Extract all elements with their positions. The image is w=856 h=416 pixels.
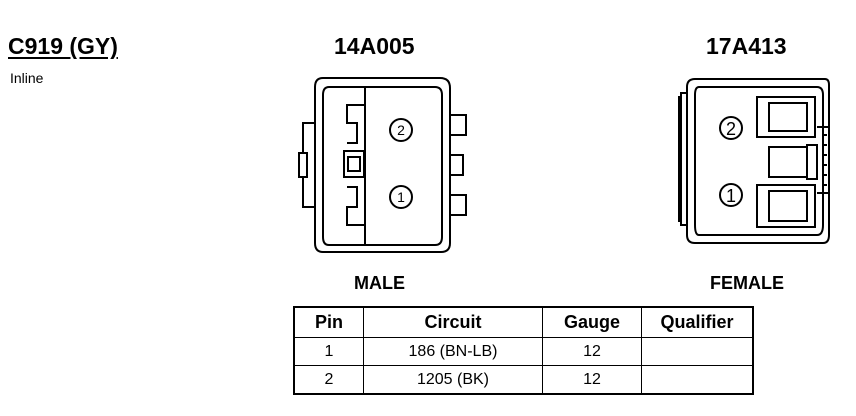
connector-location: Inline [10, 70, 44, 86]
table-row: 1 186 (BN-LB) 12 [293, 337, 754, 366]
header-qualifier: Qualifier [641, 306, 754, 338]
cell-pin: 2 [293, 365, 364, 395]
header-circuit: Circuit [363, 306, 543, 338]
female-part-number: 17A413 [706, 33, 787, 59]
cell-circuit: 1205 (BK) [363, 365, 543, 395]
male-part-number: 14A005 [334, 33, 415, 59]
cell-gauge: 12 [542, 337, 642, 366]
male-pin-2-circle [389, 118, 413, 142]
female-connector-diagram: 2 1 [678, 78, 830, 244]
connector-id: C919 (GY) [8, 33, 118, 59]
cell-circuit: 186 (BN-LB) [363, 337, 543, 366]
header-pin: Pin [293, 306, 364, 338]
female-pin-2-circle [719, 116, 743, 140]
table-row: 2 1205 (BK) 12 [293, 365, 754, 395]
female-label: FEMALE [710, 273, 784, 293]
male-label: MALE [354, 273, 405, 293]
female-pin-1-circle [719, 183, 743, 207]
table-header-row: Pin Circuit Gauge Qualifier [293, 306, 754, 338]
female-pin-2-label: 2 [726, 119, 736, 139]
female-pin-1-label: 1 [726, 186, 736, 206]
male-pin-1-circle [389, 185, 413, 209]
male-pin-1-label: 1 [397, 189, 405, 205]
cell-qualifier [641, 365, 754, 395]
cell-qualifier [641, 337, 754, 366]
header-gauge: Gauge [542, 306, 642, 338]
male-pin-2-label: 2 [397, 122, 405, 138]
cell-gauge: 12 [542, 365, 642, 395]
pin-table: Pin Circuit Gauge Qualifier 1 186 (BN-LB… [293, 306, 754, 395]
male-connector-diagram: 2 1 [298, 77, 467, 253]
cell-pin: 1 [293, 337, 364, 366]
